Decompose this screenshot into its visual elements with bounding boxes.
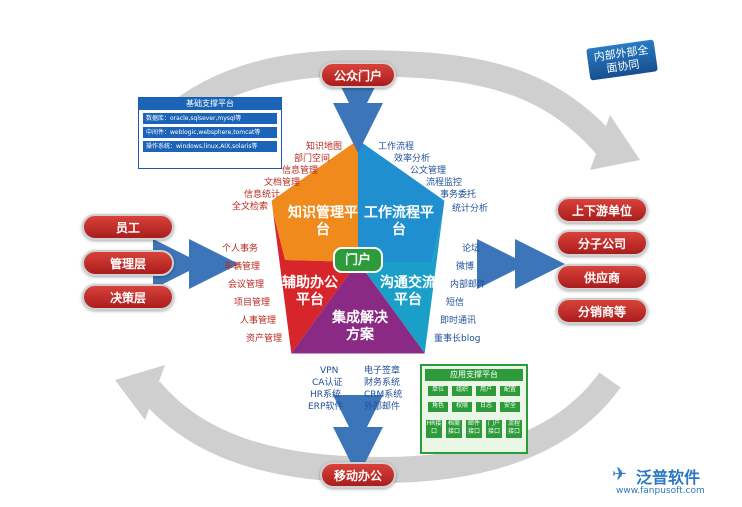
cycle-arrow-top	[161, 50, 620, 159]
communication-item: 论坛	[462, 244, 481, 254]
knowledge-item: 信息统计	[244, 190, 281, 200]
communication-item: 微博	[456, 262, 475, 272]
segment-communication	[358, 200, 446, 355]
app-platform-cell: 日志	[476, 402, 496, 412]
logo-url: www.fanpusoft.com	[616, 486, 705, 496]
integration-item: ERP软件	[308, 402, 344, 412]
left-node-employee: 员工	[82, 214, 174, 240]
knowledge-item: 文档管理	[264, 178, 301, 188]
segment-office	[270, 200, 358, 355]
integration-item: 电子签章	[364, 366, 401, 376]
communication-item: 董事长blog	[434, 334, 481, 344]
right-node-supplier: 供应商	[556, 264, 648, 290]
app-platform-cell: 门户接口	[486, 420, 502, 438]
right-node-subsidiary: 分子公司	[556, 230, 648, 256]
app-platform-cell: 安全	[500, 402, 520, 412]
left-node-management: 管理层	[82, 250, 174, 276]
app-platform-box: 应用支撑平台 单位 组织 用户 配置 角色 权限 日志 安全 HR接口 档案接口…	[420, 364, 528, 454]
knowledge-item: 全文检索	[232, 202, 269, 212]
app-platform-cell: 权限	[452, 402, 472, 412]
center-box	[333, 247, 383, 273]
integration-item: 外部邮件	[364, 402, 401, 412]
app-platform-cell: 角色	[428, 402, 448, 412]
app-platform-cell: 档案接口	[446, 420, 462, 438]
public-portal-node: 公众门户	[320, 62, 396, 88]
workflow-item: 公文管理	[410, 166, 447, 176]
app-platform-title: 应用支撑平台	[425, 369, 523, 381]
workflow-item: 事务委托	[440, 190, 477, 200]
segment-communication-label: 沟通交流平台	[380, 275, 436, 308]
segment-integration	[290, 262, 426, 355]
right-node-distributor: 分销商等	[556, 298, 648, 324]
base-platform-title: 基础支撑平台	[139, 98, 281, 110]
logo-name: 泛普软件	[636, 468, 701, 487]
segment-knowledge	[270, 138, 358, 262]
right-node-upstream: 上下游单位	[556, 197, 648, 223]
logo: ✈ 泛普软件 www.fanpusoft.com	[612, 462, 736, 500]
office-item: 人事管理	[240, 316, 277, 326]
center-label: 门户	[344, 253, 371, 268]
pentagon-outline	[268, 136, 448, 357]
segment-integration-label: 集成解决方案	[332, 310, 388, 343]
communication-item: 短信	[446, 298, 465, 308]
app-platform-cell: 流程接口	[506, 420, 522, 438]
knowledge-item: 部门空间	[294, 154, 331, 164]
app-platform-cell: HR接口	[426, 420, 442, 438]
workflow-item: 工作流程	[378, 142, 415, 152]
base-platform-box: 基础支撑平台 数据库：oracle,sqlsever,mysql等 中间件：we…	[138, 97, 282, 169]
base-platform-row: 中间件：weblogic,websphere,tomcat等	[143, 127, 277, 138]
segment-workflow	[358, 138, 446, 262]
office-item: 会议管理	[228, 280, 265, 290]
workflow-item: 效率分析	[394, 154, 431, 164]
app-platform-cell: 邮件接口	[466, 420, 482, 438]
communication-item: 内部邮件	[450, 280, 487, 290]
workflow-item: 流程监控	[426, 178, 463, 188]
app-platform-cell: 配置	[500, 386, 520, 396]
left-node-decision: 决策层	[82, 284, 174, 310]
knowledge-item: 信息管理	[282, 166, 319, 176]
cycle-arrowhead-top	[590, 115, 640, 170]
knowledge-item: 知识地图	[306, 142, 343, 152]
integration-item: CA认证	[312, 378, 343, 388]
base-platform-row: 数据库：oracle,sqlsever,mysql等	[143, 113, 277, 124]
segment-office-label: 辅助办公平台	[282, 275, 338, 308]
communication-item: 即时通讯	[440, 316, 477, 326]
office-item: 项目管理	[234, 298, 271, 308]
integration-item: HR系统	[310, 390, 342, 400]
base-platform-row: 操作系统：windows,linux,AIX,solaris等	[143, 141, 277, 152]
segment-knowledge-label: 知识管理平台	[288, 205, 358, 238]
app-platform-cell: 单位	[428, 386, 448, 396]
integration-item: CRM系统	[364, 390, 403, 400]
app-platform-cell: 组织	[452, 386, 472, 396]
integration-item: VPN	[320, 366, 339, 376]
workflow-item: 统计分析	[452, 204, 489, 214]
cycle-arrowhead-bottom	[115, 365, 165, 420]
app-platform-cell: 用户	[476, 386, 496, 396]
integration-item: 财务系统	[364, 378, 401, 388]
logo-icon: ✈	[612, 464, 628, 485]
office-item: 车辆管理	[224, 262, 261, 272]
segment-workflow-label: 工作流程平台	[364, 205, 434, 238]
office-item: 资产管理	[246, 334, 283, 344]
mobile-office-node: 移动办公	[320, 462, 396, 488]
office-item: 个人事务	[222, 244, 259, 254]
